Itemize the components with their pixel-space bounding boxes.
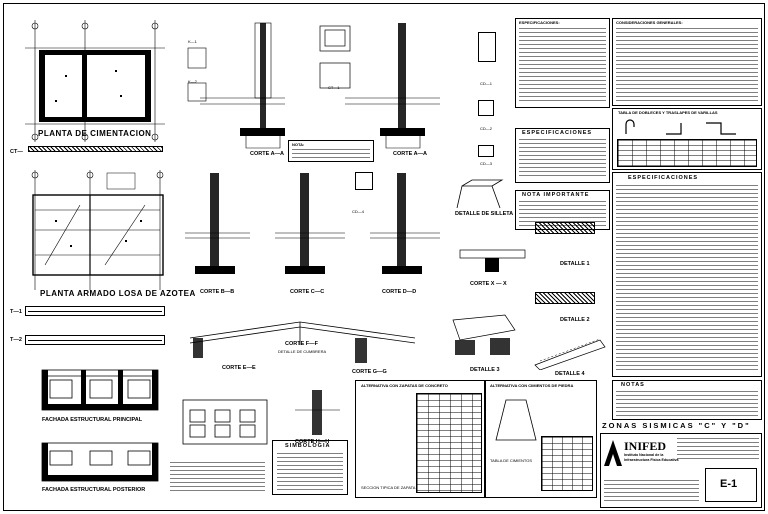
notes-block: NOTAS (612, 380, 762, 420)
column-section (295, 390, 340, 435)
detail-4-title: DETALLE 4 (555, 371, 585, 377)
section-cc (275, 173, 345, 274)
plan-code-box: E-1 (705, 468, 757, 502)
slab-reinforcement-plan (31, 170, 164, 290)
notes-title: NOTAS (621, 382, 645, 388)
specs-1-title: ESPECIFICACIONES: (519, 20, 560, 25)
section-dd-title: CORTE D—D (382, 289, 417, 295)
bending-table-title: TABLA DE DOBLECES Y TRASLAPES DE VARILLA… (618, 110, 718, 115)
logo-line-2: Infraestructura Fisica Educativa (624, 458, 679, 462)
stone-foundation-alternative: ALTERNATIVA CON CIMIENTOS DE PIEDRA TABL… (485, 380, 597, 498)
section-aa-2 (345, 23, 440, 149)
cd4-detail (355, 172, 373, 190)
main-facade-drawing (41, 369, 159, 411)
window-details (319, 25, 351, 89)
saddle-detail (456, 179, 504, 209)
cd2-marker: CD—2 (480, 126, 493, 131)
cd1-detail (478, 32, 496, 62)
title-block: INIFED Instituto Nacional de la Infraest… (600, 433, 762, 508)
note-heading: NOTA: (292, 142, 305, 147)
footing-table (416, 393, 482, 493)
cd3-detail (478, 145, 494, 157)
important-note-box: NOTA IMPORTANTE (515, 190, 610, 230)
stone-table (541, 436, 593, 491)
foundation-plan-title: PLANTA DE CIMENTACION (38, 129, 152, 138)
stone-foundation-title: ALTERNATIVA CON CIMIENTOS DE PIEDRA (490, 383, 574, 388)
cd2-detail (478, 100, 494, 116)
section-hh-title: CORTE H—H (295, 439, 330, 445)
section-ee-ff (189, 321, 416, 363)
section-ee-title: CORTE E—E (222, 365, 256, 371)
section-gg-title: CORTE G—G (352, 369, 387, 375)
detail-1-title: DETALLE 1 (560, 261, 590, 267)
title-block-description (604, 480, 699, 504)
section-xx-title: CORTE X — X (470, 281, 507, 287)
ct1-marker: CT—1 (328, 85, 340, 90)
detail-2-drawing (535, 292, 595, 304)
section-xx (459, 249, 526, 272)
general-considerations: CONSIDERACIONES GENERALES: (612, 18, 762, 106)
section-hh-drawing (182, 399, 268, 445)
section-ff-title: CORTE F—F (285, 341, 318, 347)
specs-2-title: ESPECIFICACIONES (522, 130, 593, 136)
considerations-title: CONSIDERACIONES GENERALES: (616, 20, 683, 25)
foundation-plan-drawing (25, 20, 165, 142)
seismic-zones-title: ZONAS SISMICAS "C" Y "D" (602, 421, 751, 430)
footing-section-title: SECCION TIPICA DE ZAPATA (361, 485, 416, 490)
detail-3-title: DETALLE 3 (470, 367, 500, 373)
detail-4-drawing (534, 338, 606, 370)
legend-title: SIMBOLOGIA (285, 443, 331, 449)
specs-3-title: ESPECIFICACIONES (628, 175, 699, 181)
detail-3-drawing (452, 314, 516, 355)
cd3-marker: CD—3 (480, 161, 493, 166)
detail-2-title: DETALLE 2 (560, 317, 590, 323)
drawing-sheet (3, 3, 765, 511)
saddle-detail-title: DETALLE DE SILLETA (455, 211, 514, 217)
title-block-text (677, 438, 759, 460)
section-aa-1-title: CORTE A—A (250, 151, 285, 157)
section-dd (370, 173, 440, 274)
important-note-title: NOTA IMPORTANTE (522, 192, 590, 198)
beam-t1 (25, 306, 165, 316)
k2-marker: K—2 (188, 79, 197, 84)
ct-marker: CT— (10, 149, 23, 155)
logo-line-1: Instituto Nacional de la (624, 453, 664, 457)
foundation-table-title: TABLA DE CIMIENTOS (490, 458, 533, 463)
specifications-block-3: ESPECIFICACIONES (612, 172, 762, 377)
beam-t2 (25, 335, 165, 345)
t2-marker: T—2 (10, 337, 22, 343)
legend-box: SIMBOLOGIA (272, 440, 348, 495)
specifications-block-2: ESPECIFICACIONES (515, 128, 610, 183)
section-bb-title: CORTE B—B (200, 289, 235, 295)
section-bb (185, 173, 250, 274)
note-box: NOTA: (288, 140, 374, 162)
t1-marker: T—1 (10, 309, 22, 315)
slab-plan-title: PLANTA ARMADO LOSA DE AZOTEA (40, 289, 196, 298)
bending-table: TABLA DE DOBLECES Y TRASLAPES DE VARILLA… (612, 108, 762, 170)
main-facade-title: FACHADA ESTRUCTURAL PRINCIPAL (42, 417, 143, 423)
cd4-marker: CD—4 (352, 209, 365, 214)
section-aa-1 (187, 22, 285, 149)
important-note-text (170, 462, 265, 494)
ridge-detail-title: DETALLE DE CUMBRERA (278, 349, 327, 354)
section-cc-title: CORTE C—C (290, 289, 325, 295)
plan-code: E-1 (720, 478, 738, 490)
bending-grid (617, 139, 757, 167)
rear-facade-drawing (41, 442, 159, 482)
specifications-block-1: ESPECIFICACIONES: (515, 18, 610, 108)
rear-facade-title: FACHADA ESTRUCTURAL POSTERIOR (42, 487, 146, 493)
concrete-footing-alternative: ALTERNATIVA CON ZAPATAS DE CONCRETO SECC… (355, 380, 485, 498)
foundation-strip (28, 146, 163, 152)
section-aa-2-title: CORTE A—A (393, 151, 428, 157)
cd1-marker: CD—1 (480, 81, 493, 86)
logo-name: INIFED (624, 439, 667, 453)
concrete-footing-title: ALTERNATIVA CON ZAPATAS DE CONCRETO (361, 383, 448, 388)
k1-marker: K—1 (188, 39, 197, 44)
inifed-logo: INIFED Instituto Nacional de la Infraest… (604, 438, 679, 478)
